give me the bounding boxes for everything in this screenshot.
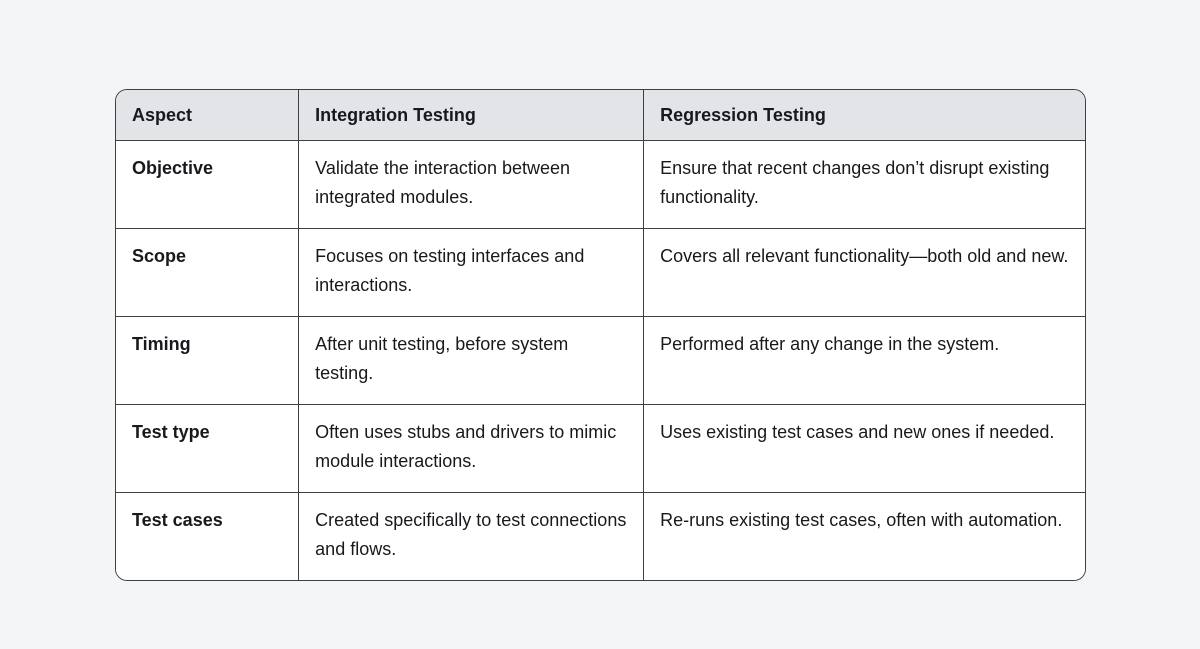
row-label-cell: Scope [116,228,299,316]
table-row: Timing After unit testing, before system… [116,316,1085,404]
regression-cell: Re-runs existing test cases, often with … [643,492,1085,580]
regression-cell: Performed after any change in the system… [643,316,1085,404]
integration-cell: Focuses on testing interfaces and intera… [298,228,644,316]
regression-cell: Uses existing test cases and new ones if… [643,404,1085,492]
integration-cell: Created specifically to test connections… [298,492,644,580]
integration-cell: Validate the interaction between integra… [298,140,644,228]
row-label-cell: Objective [116,140,299,228]
table-header: Aspect Integration Testing Regression Te… [116,90,1085,140]
row-label-cell: Test cases [116,492,299,580]
regression-cell: Ensure that recent changes don’t disrupt… [643,140,1085,228]
table-row: Objective Validate the interaction betwe… [116,140,1085,228]
column-header-aspect: Aspect [116,90,299,140]
regression-cell: Covers all relevant functionality—both o… [643,228,1085,316]
row-label-cell: Test type [116,404,299,492]
table-row: Test type Often uses stubs and drivers t… [116,404,1085,492]
header-row: Aspect Integration Testing Regression Te… [116,90,1085,140]
testing-comparison-table: Aspect Integration Testing Regression Te… [116,90,1085,580]
table-row: Test cases Created specifically to test … [116,492,1085,580]
table-body: Objective Validate the interaction betwe… [116,140,1085,580]
integration-cell: Often uses stubs and drivers to mimic mo… [298,404,644,492]
column-header-integration-testing: Integration Testing [298,90,644,140]
column-header-regression-testing: Regression Testing [643,90,1085,140]
comparison-table: Aspect Integration Testing Regression Te… [115,89,1086,581]
row-label-cell: Timing [116,316,299,404]
integration-cell: After unit testing, before system testin… [298,316,644,404]
table-row: Scope Focuses on testing interfaces and … [116,228,1085,316]
